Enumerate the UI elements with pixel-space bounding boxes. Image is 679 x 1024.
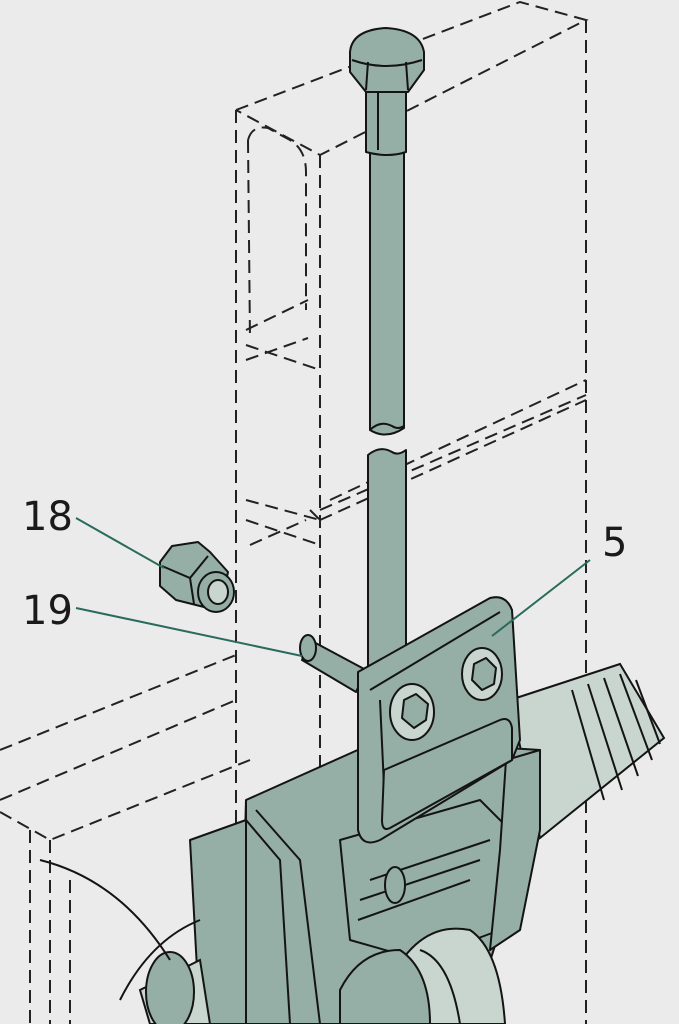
callout-labels: 18 19 5 [22,494,627,634]
callout-label-18: 18 [22,494,73,540]
bracket-body [39,596,541,1024]
leader-5 [491,559,591,637]
callout-label-5: 5 [602,520,627,566]
bolt [349,27,425,681]
callout-label-19: 19 [22,588,73,634]
pin-19 [299,634,367,693]
leader-18 [75,517,165,569]
callout-leaders [75,517,591,657]
nut-18 [159,541,235,613]
leader-19 [75,607,303,657]
